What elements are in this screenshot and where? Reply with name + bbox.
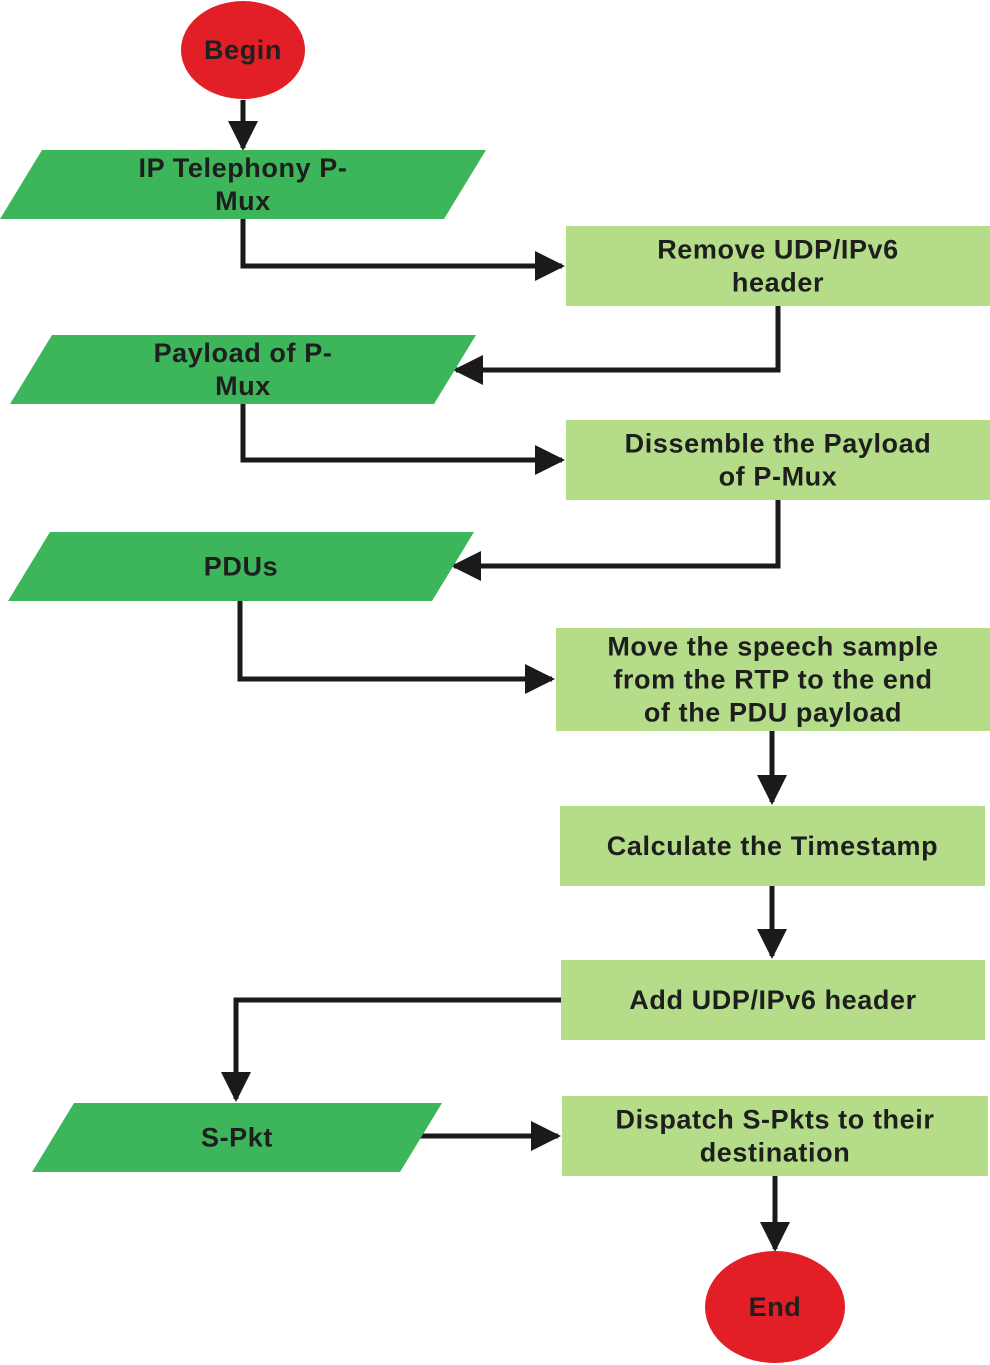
dissemble-shape [566, 420, 990, 500]
begin-label-line: Begin [204, 35, 282, 65]
arrow-pdus-to-move-sample [237, 601, 555, 694]
ip-telephony-shape [0, 150, 486, 219]
connector-layer [221, 100, 790, 1252]
timestamp-label-line: Calculate the Timestamp [607, 831, 938, 861]
remove-header-shape [566, 226, 990, 306]
arrow-payload-to-dissemble [240, 404, 565, 475]
begin-shape [181, 1, 305, 99]
pdus-label: PDUs [204, 552, 278, 582]
pdus-shape [8, 532, 474, 601]
ip-telephony-label-line: Mux [215, 186, 271, 216]
spkt-label-line: S-Pkt [201, 1123, 273, 1153]
move-sample-label-line: Move the speech sample [607, 632, 938, 662]
node-end: End [705, 1251, 845, 1363]
timestamp-label: Calculate the Timestamp [607, 831, 938, 861]
node-add-header: Add UDP/IPv6 header [561, 960, 985, 1040]
node-ip-telephony: IP Telephony P-Mux [0, 150, 486, 219]
timestamp-shape [560, 806, 985, 886]
spkt-label: S-Pkt [201, 1123, 273, 1153]
arrow-ip-telephony-to-remove-header [240, 219, 565, 281]
end-label: End [749, 1292, 802, 1322]
dissemble-label-line: Dissemble the Payload [625, 429, 932, 459]
payload-shape [10, 335, 476, 404]
node-payload: Payload of P-Mux [10, 335, 476, 404]
node-spkt: S-Pkt [32, 1103, 442, 1172]
payload-label-line: Payload of P- [154, 338, 333, 368]
remove-header-label-line: header [732, 268, 824, 298]
ip-telephony-label-line: IP Telephony P- [138, 153, 347, 183]
arrow-add-header-to-spkt [221, 997, 561, 1102]
dispatch-label-line: destination [700, 1138, 851, 1168]
payload-label-line: Mux [215, 371, 271, 401]
move-sample-shape [556, 628, 990, 731]
move-sample-label-line: from the RTP to the end [613, 665, 932, 695]
node-begin: Begin [181, 1, 305, 99]
payload-label: Payload of P-Mux [154, 338, 333, 401]
end-label-line: End [749, 1292, 802, 1322]
node-pdus: PDUs [8, 532, 474, 601]
begin-label: Begin [204, 35, 282, 65]
dissemble-label-line: of P-Mux [719, 462, 838, 492]
spkt-shape [32, 1103, 442, 1172]
arrow-remove-header-to-payload [453, 306, 781, 385]
node-timestamp: Calculate the Timestamp [560, 806, 985, 886]
arrow-dissemble-to-pdus [451, 500, 781, 581]
pdus-label-line: PDUs [204, 552, 278, 582]
add-header-label-line: Add UDP/IPv6 header [629, 985, 916, 1015]
move-sample-label-line: of the PDU payload [644, 698, 902, 728]
add-header-label: Add UDP/IPv6 header [629, 985, 916, 1015]
dispatch-label-line: Dispatch S-Pkts to their [616, 1105, 935, 1135]
add-header-shape [561, 960, 985, 1040]
end-shape [705, 1251, 845, 1363]
dispatch-shape [562, 1096, 988, 1176]
remove-header-label-line: Remove UDP/IPv6 [657, 235, 899, 265]
ip-telephony-label: IP Telephony P-Mux [138, 153, 347, 216]
